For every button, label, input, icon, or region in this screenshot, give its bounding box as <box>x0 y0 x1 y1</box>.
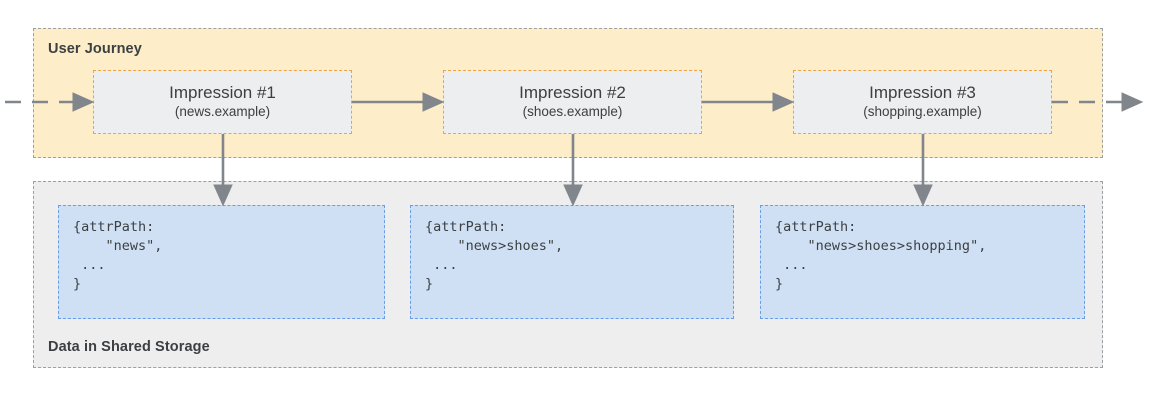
impression-box-2: Impression #2 (shoes.example) <box>443 70 702 134</box>
impression-box-3: Impression #3 (shopping.example) <box>793 70 1052 134</box>
code-block-1: {attrPath: "news", ... } <box>58 205 385 319</box>
impression-site-1: (news.example) <box>174 104 271 120</box>
impression-box-1: Impression #1 (news.example) <box>93 70 352 134</box>
impression-title-1: Impression #1 <box>169 83 276 103</box>
shared-storage-label: Data in Shared Storage <box>48 339 210 355</box>
user-journey-label: User Journey <box>48 41 142 57</box>
code-block-2: {attrPath: "news>shoes", ... } <box>410 205 734 319</box>
impression-site-2: (shoes.example) <box>522 104 623 120</box>
impression-title-2: Impression #2 <box>519 83 626 103</box>
impression-site-3: (shopping.example) <box>863 104 982 120</box>
code-block-3: {attrPath: "news>shoes>shopping", ... } <box>760 205 1085 319</box>
impression-title-3: Impression #3 <box>869 83 976 103</box>
